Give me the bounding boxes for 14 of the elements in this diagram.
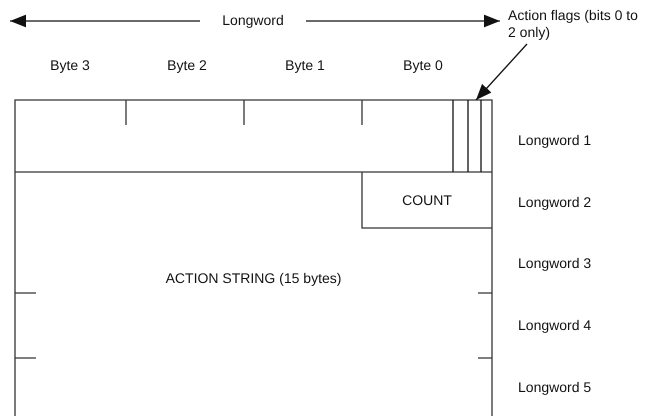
byte-label: Byte 1 (285, 57, 325, 74)
byte-label: Byte 3 (50, 57, 90, 74)
row-label: Longword 5 (518, 379, 592, 396)
field-label: ACTION STRING (15 bytes) (15, 228, 492, 328)
row-label: Longword 2 (518, 194, 592, 211)
byte-label: Byte 2 (167, 57, 207, 74)
row-label: Longword 3 (518, 255, 592, 272)
row-label: Longword 4 (518, 317, 592, 334)
dimension-label: Longword (222, 12, 284, 29)
callout-text: Action flags (bits 0 to 2 only) (508, 4, 644, 44)
byte-label: Byte 0 (403, 57, 443, 74)
leader-line (476, 44, 528, 100)
row-label: Longword 1 (518, 132, 592, 149)
field-label: COUNT (362, 172, 492, 228)
